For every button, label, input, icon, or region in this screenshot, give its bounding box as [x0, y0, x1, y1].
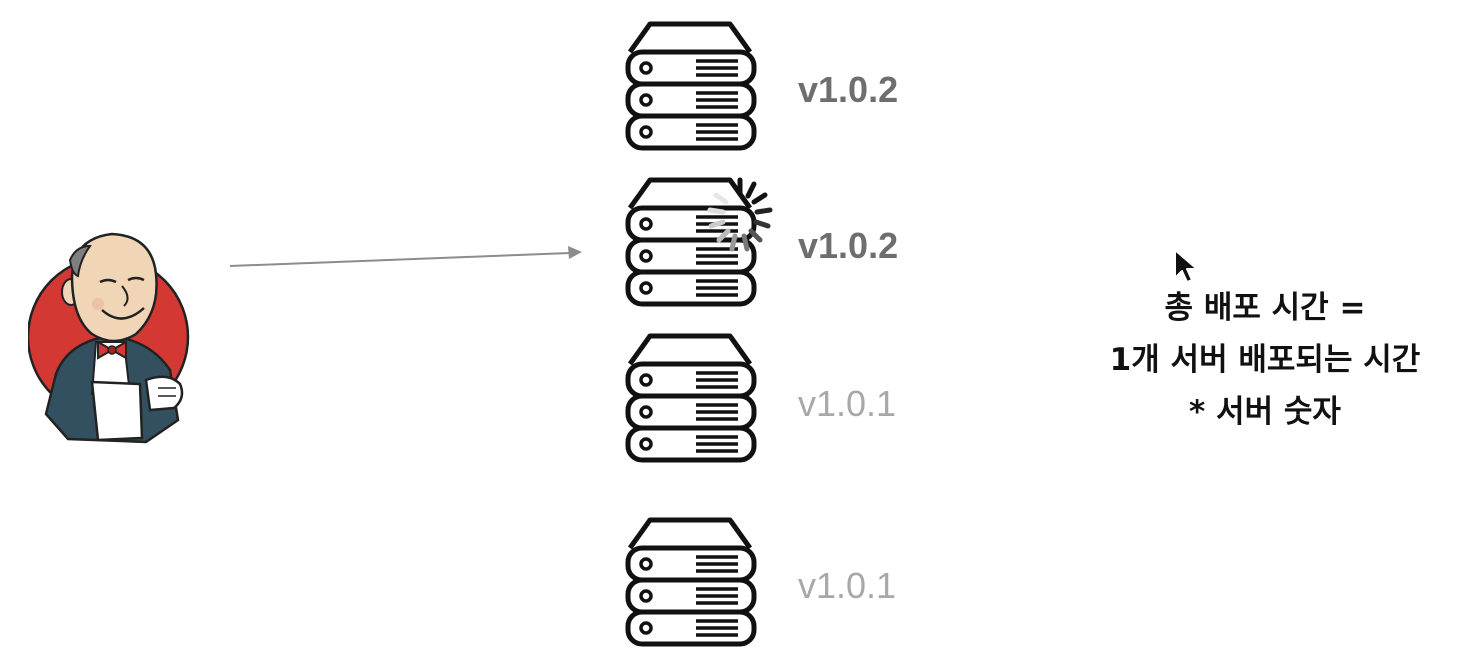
server-icon: [625, 333, 757, 463]
deploy-time-formula: 총 배포 시간 = 1개 서버 배포되는 시간 * 서버 숫자: [1040, 282, 1478, 438]
server-version-label: v1.0.1: [798, 383, 897, 424]
formula-line: * 서버 숫자: [1189, 394, 1341, 430]
formula-line: 1개 서버 배포되는 시간: [1109, 342, 1421, 378]
server-version-label: v1.0.2: [798, 69, 899, 110]
jenkins-logo: [28, 232, 190, 444]
loading-spinner-icon: [707, 177, 773, 252]
mouse-cursor-icon: [1174, 249, 1198, 283]
server-icon: [625, 517, 757, 647]
server-version-label: v1.0.2: [798, 225, 899, 266]
server-version-label: v1.0.1: [798, 565, 897, 606]
server-icon: [625, 177, 757, 307]
formula-line: 총 배포 시간 =: [1164, 290, 1366, 326]
server-icon: [625, 21, 757, 151]
